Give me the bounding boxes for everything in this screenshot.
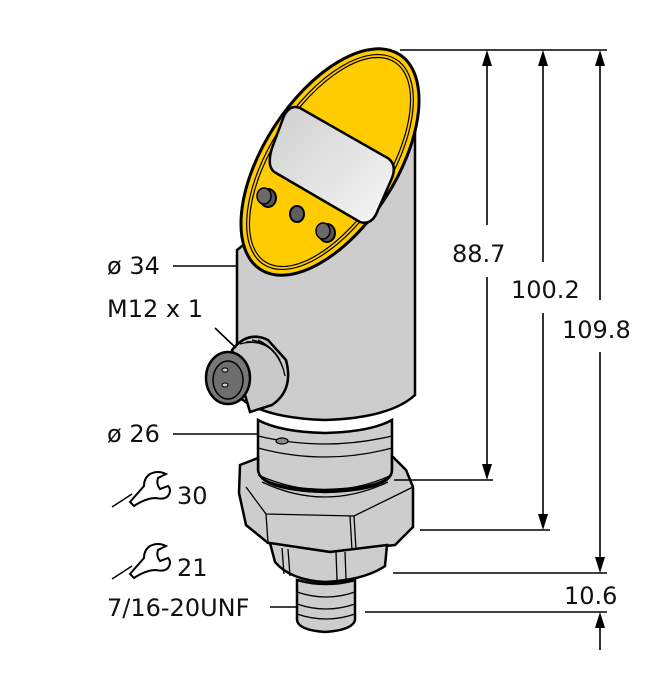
sensor-body (204, 47, 421, 634)
label-connector-thread: M12 x 1 (107, 295, 203, 323)
button-center (289, 205, 305, 223)
label-process-thread: 7/16-20UNF (107, 594, 249, 622)
process-thread (295, 578, 357, 634)
label-housing-diameter: ø 34 (107, 252, 160, 280)
dimension-100-2: 100.2 (511, 276, 580, 304)
lcd-display (268, 105, 395, 224)
dimension-lines (365, 49, 607, 650)
label-wrench-size-30: 30 (177, 482, 208, 510)
button-right (315, 222, 336, 243)
dimension-109-8: 109.8 (562, 316, 631, 344)
hex-nut-30 (237, 452, 415, 554)
leader-lines (173, 265, 297, 608)
label-neck-diameter: ø 26 (107, 420, 160, 448)
hex-21 (268, 541, 389, 584)
wrench-icon (111, 471, 171, 508)
neck-section (256, 417, 394, 492)
dimension-10-6: 10.6 (564, 582, 617, 610)
wrench-icon (111, 543, 171, 580)
dimension-88-7: 88.7 (452, 240, 505, 268)
button-left (256, 187, 277, 208)
label-wrench-size-21: 21 (177, 554, 208, 582)
m12-connector (204, 335, 290, 414)
